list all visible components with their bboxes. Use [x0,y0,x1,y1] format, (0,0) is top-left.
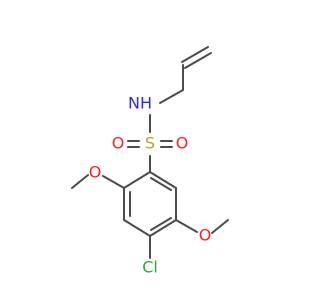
atom-s: S [145,134,155,153]
atom-o-methoxy-right: O [199,226,212,245]
atom-o-sulfonyl-left: O [112,134,125,153]
atom-cl: Cl [142,258,158,277]
ring-bond-3 [123,219,151,237]
ring-bond-4 [149,219,177,237]
bond-allyl-ch2 [159,89,184,104]
ring-bond-1 [123,171,151,189]
atom-nh: NH [128,94,152,113]
atom-o-sulfonyl-right: O [176,134,189,153]
bond-o-ch3-left [71,174,89,189]
ring-bond-6 [149,171,177,189]
bond-allyl-terminal-double-b [184,52,212,69]
ring-double-inner-bottom [150,217,172,231]
bond-o-ch3-right [211,219,229,234]
bond-allyl-terminal-double-a [181,46,209,63]
ring-double-inner-top [150,177,172,191]
bond-ring-o-methoxy-right [175,219,198,233]
molecule-drawing: NH S O O O O Cl [71,46,229,277]
structure-canvas: NH S O O O O Cl [71,46,229,277]
bond-ring-o-methoxy-left [102,175,125,189]
atom-o-methoxy-left: O [89,163,102,182]
